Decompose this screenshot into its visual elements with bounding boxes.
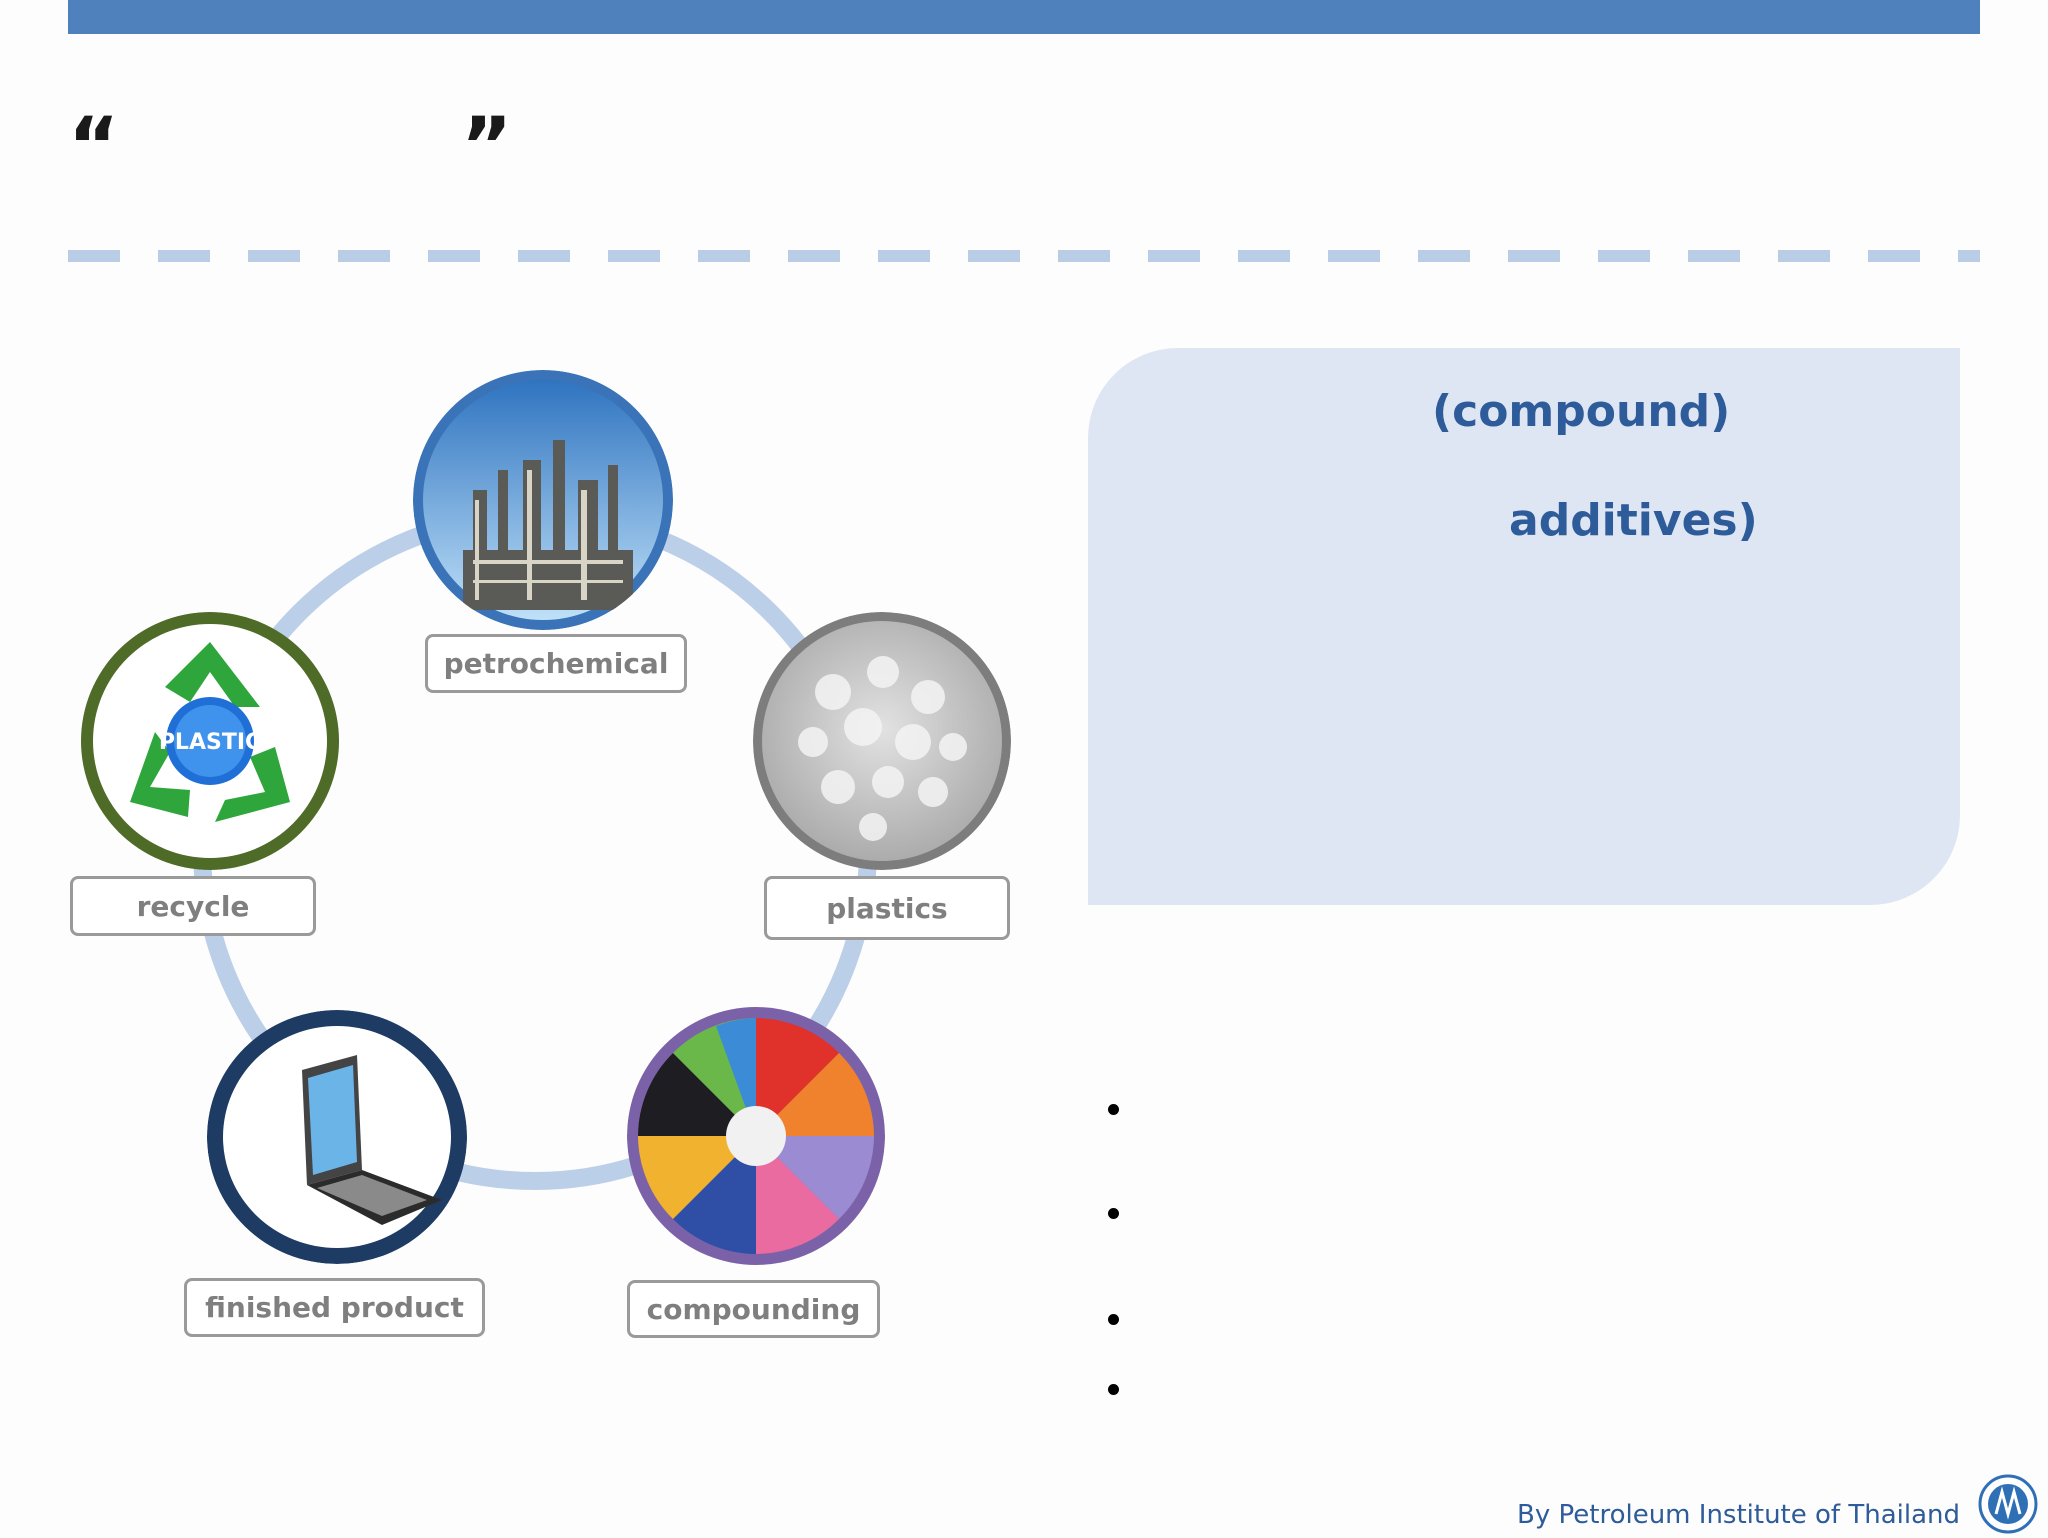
info-box-line-compound: (compound) bbox=[1432, 386, 1731, 437]
recycle-label: recycle bbox=[70, 876, 316, 936]
recycle-label-text: recycle bbox=[136, 889, 250, 923]
laptop-icon bbox=[207, 1010, 467, 1264]
compounding-label: compounding bbox=[627, 1280, 880, 1338]
bullet-item bbox=[1104, 1100, 1126, 1122]
petrochemical-label: petrochemical bbox=[425, 634, 687, 693]
plastics-node[interactable] bbox=[753, 612, 1011, 870]
plastics-label: plastics bbox=[764, 876, 1010, 940]
compounding-node[interactable] bbox=[627, 1006, 885, 1266]
title-open-quote: “ bbox=[68, 102, 120, 192]
bullet-item bbox=[1104, 1380, 1126, 1402]
recycle-icon: PLASTIC bbox=[81, 612, 339, 870]
plastics-label-text: plastics bbox=[826, 891, 948, 925]
colored-granules-icon bbox=[627, 1007, 885, 1265]
bullet-item bbox=[1104, 1310, 1126, 1332]
finished-product-label: finished product bbox=[184, 1278, 485, 1337]
plastic-badge-text: PLASTIC bbox=[159, 730, 261, 755]
slide-title: “ ” bbox=[68, 108, 768, 188]
info-box bbox=[1088, 348, 1960, 905]
refinery-icon bbox=[413, 370, 673, 630]
finished-product-node[interactable] bbox=[207, 1010, 467, 1264]
compounding-label-text: compounding bbox=[646, 1292, 861, 1326]
dashed-divider bbox=[68, 250, 1980, 262]
top-accent-bar bbox=[68, 0, 1980, 34]
finished-product-label-text: finished product bbox=[205, 1291, 464, 1324]
title-close-quote: ” bbox=[461, 102, 513, 192]
plastic-pellets-icon bbox=[753, 612, 1011, 870]
footer-credit: By Petroleum Institute of Thailand bbox=[1517, 1500, 1960, 1530]
pti-logo-icon bbox=[1978, 1474, 2038, 1534]
recycle-node[interactable]: PLASTIC bbox=[80, 612, 340, 870]
petrochemical-node[interactable] bbox=[413, 370, 673, 630]
info-box-line-additives: additives) bbox=[1509, 495, 1758, 546]
petrochemical-label-text: petrochemical bbox=[443, 647, 669, 680]
bullet-item bbox=[1104, 1204, 1126, 1226]
